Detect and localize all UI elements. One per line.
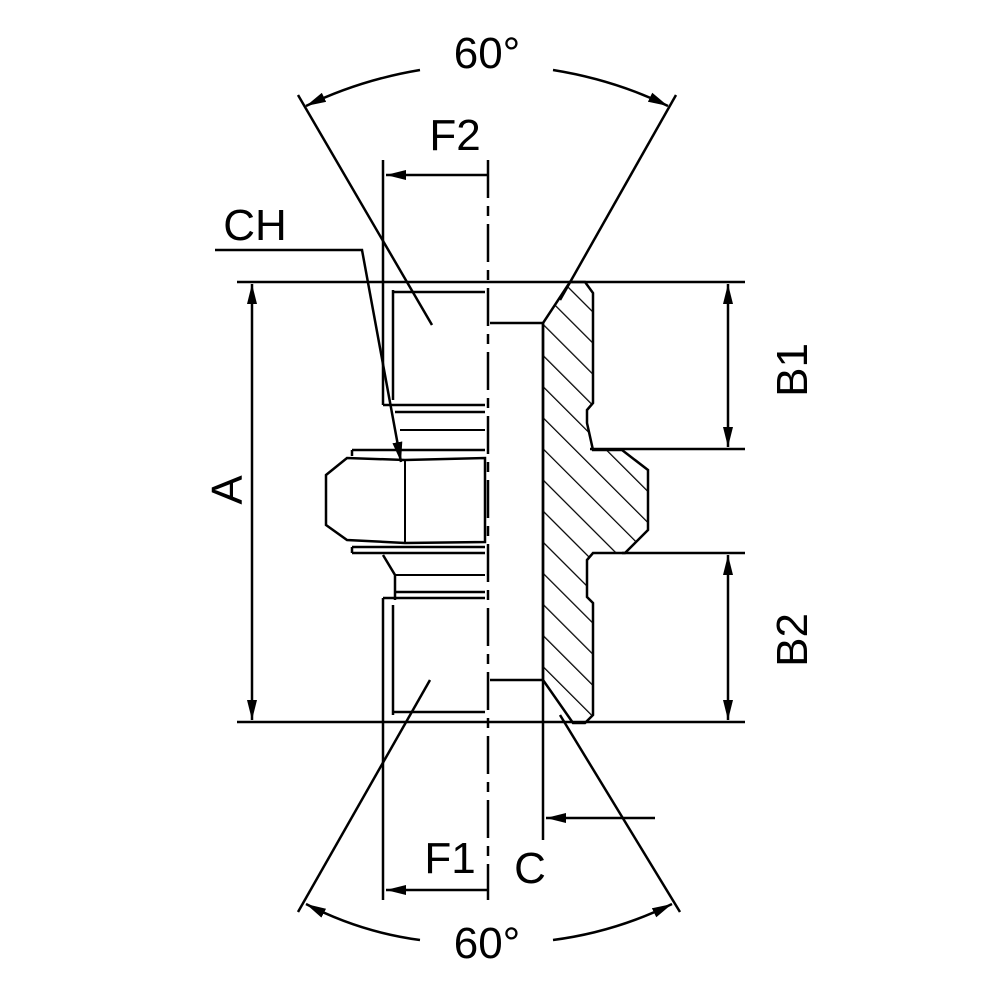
bore [490,321,543,682]
dimension-b2: B2 [723,555,817,720]
dimension-c: C [514,680,655,893]
label-f2: F2 [429,111,480,160]
label-f1: F1 [424,834,475,883]
label-b1: B1 [768,343,817,397]
dimension-f2: F2 [386,111,487,180]
dimension-b1: B1 [723,284,817,447]
label-a: A [203,475,252,505]
label-b2: B2 [768,613,817,667]
extension-lines [237,280,745,724]
left-body-view [324,160,487,900]
section-hatched [541,280,650,725]
angle-dimension-bottom: 60° [296,679,682,968]
angle-label-bottom: 60° [454,919,521,968]
label-c: C [514,844,546,893]
angle-dimension-top: 60° [296,29,678,326]
angle-label-top: 60° [454,29,521,78]
dimension-f1: F1 [386,834,487,895]
dimension-ch: CH [215,201,403,463]
dimension-a: A [203,284,257,720]
label-ch: CH [223,201,287,250]
